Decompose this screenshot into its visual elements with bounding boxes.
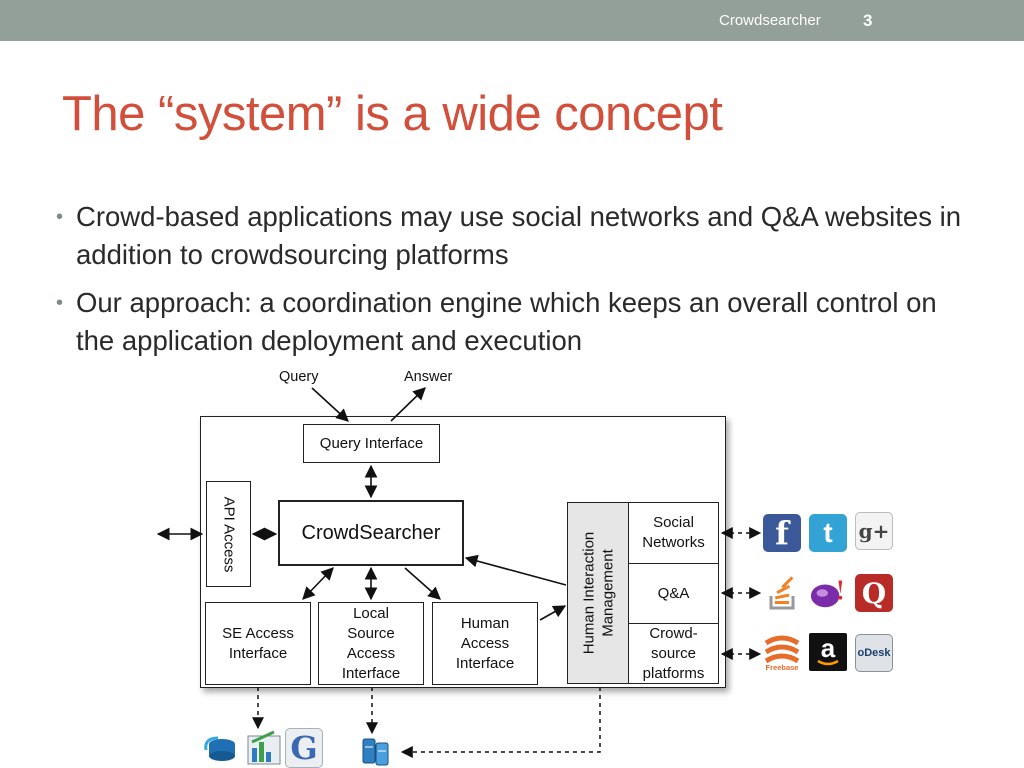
crowdsearcher-label: CrowdSearcher — [301, 522, 441, 544]
database-graphic — [362, 738, 389, 766]
freebase-wordmark: Freebase — [765, 662, 799, 672]
human-access-line: Access — [460, 634, 510, 652]
twitter-icon: t — [809, 514, 847, 552]
him-label: Human Interaction Management — [579, 532, 617, 655]
data-sync-graphic — [204, 736, 235, 761]
bullet-item: • Crowd-based applications may use social… — [54, 198, 964, 274]
freebase-icon: Freebase — [762, 632, 802, 674]
human-access-line: Interface — [455, 654, 515, 672]
facebook-icon: f — [763, 514, 801, 552]
bullet-text: Crowd-based applications may use social … — [76, 201, 962, 270]
facebook-glyph: f — [775, 514, 789, 552]
slide-title: The “system” is a wide concept — [62, 87, 723, 141]
him-line: Human Interaction — [580, 531, 598, 655]
social-networks-box: Social Networks — [628, 502, 719, 564]
stackoverflow-graphic — [769, 576, 795, 610]
yahoo-answers-icon — [809, 574, 847, 612]
qa-box: Q&A — [628, 563, 719, 624]
query-interface-box: Query Interface — [303, 424, 440, 463]
api-access-label: API Access — [220, 496, 237, 572]
him-dashed-arrow — [400, 687, 601, 758]
google-plus-glyph: g+ — [858, 519, 890, 543]
header-bar: Crowdsearcher 3 — [0, 0, 1024, 41]
odesk-wordmark: oDesk — [857, 647, 891, 659]
social-networks-line: Social — [653, 514, 694, 531]
se-access-line: Interface — [228, 644, 288, 662]
human-access-interface-box: Human Access Interface — [432, 602, 538, 685]
amazon-glyph: a — [820, 633, 836, 663]
local-source-line: Local — [353, 604, 389, 622]
local-source-line: Interface — [341, 664, 401, 682]
social-networks-line: Networks — [642, 534, 705, 551]
freebase-graphic — [764, 635, 800, 663]
google-plus-icon: g+ — [855, 512, 893, 550]
bullet-dot: • — [56, 206, 64, 228]
query-label: Query — [279, 369, 319, 385]
crowd-platforms-line: platforms — [642, 664, 705, 682]
yahoo-answers-graphic — [810, 580, 843, 608]
local-source-line: Access — [346, 644, 396, 662]
twitter-glyph: t — [823, 517, 833, 548]
quora-icon: Q — [855, 574, 893, 612]
query-interface-label: Query Interface — [319, 434, 424, 452]
header-brand: Crowdsearcher — [719, 12, 821, 29]
human-access-line: Human — [460, 614, 510, 632]
spreadsheet-graphic — [247, 730, 281, 765]
crowdsource-platforms-box: Crowd- source platforms — [628, 623, 719, 684]
local-source-access-box: Local Source Access Interface — [318, 602, 424, 685]
google-glyph: G — [290, 729, 318, 767]
bullet-text: Our approach: a coordination engine whic… — [76, 287, 937, 356]
crowd-platforms-line: source — [650, 644, 697, 662]
spreadsheet-icon — [244, 728, 284, 766]
him-line: Management — [599, 549, 617, 637]
se-access-line: SE Access — [222, 624, 294, 642]
qa-label: Q&A — [657, 584, 690, 602]
stackoverflow-icon — [765, 574, 803, 612]
crowd-platforms-line: Crowd- — [649, 624, 698, 642]
bullet-item: • Our approach: a coordination engine whi… — [54, 284, 964, 360]
bullet-dot: • — [56, 292, 64, 314]
database-icon — [361, 735, 391, 767]
odesk-icon: oDesk — [855, 634, 893, 672]
api-access-box: API Access — [206, 481, 251, 587]
crowdsearcher-box: CrowdSearcher — [278, 500, 464, 566]
amazon-smile — [817, 659, 839, 666]
google-search-icon: G — [285, 728, 323, 768]
data-sync-icon — [204, 734, 240, 766]
bullet-list: • Crowd-based applications may use social… — [54, 198, 964, 370]
page-number: 3 — [863, 11, 873, 30]
answer-label: Answer — [404, 369, 453, 385]
local-source-line: Source — [347, 624, 395, 642]
se-access-interface-box: SE Access Interface — [205, 602, 311, 685]
quora-glyph: Q — [861, 576, 887, 610]
human-interaction-management-box: Human Interaction Management — [567, 502, 629, 684]
amazon-icon: a — [809, 633, 847, 671]
